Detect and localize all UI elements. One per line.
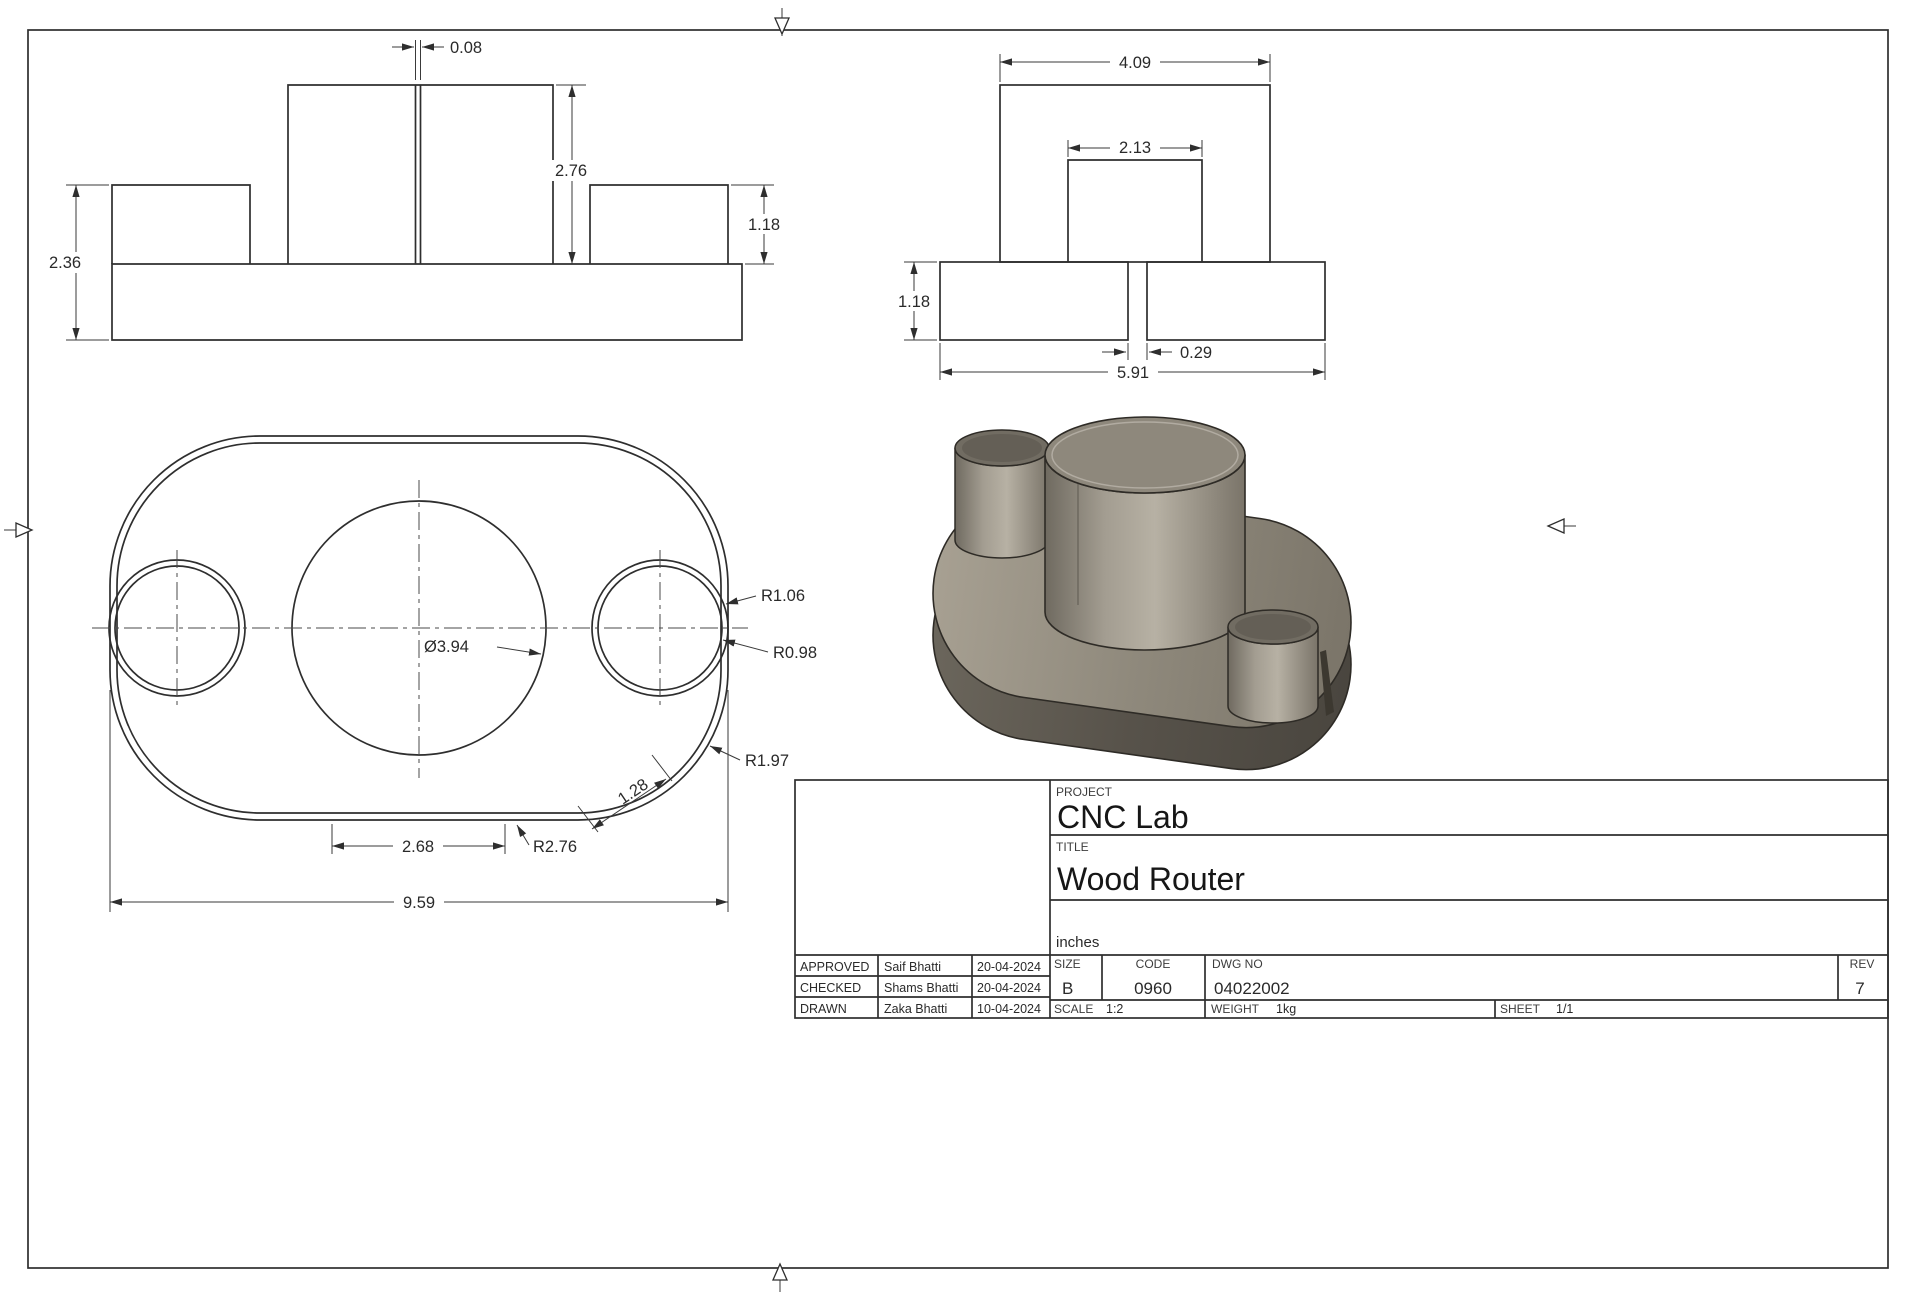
size-label: SIZE (1054, 957, 1081, 971)
side-base-left (939, 261, 1129, 341)
top-dim-total-width: 9.59 (109, 690, 729, 912)
front-dim-step-height-text: 1.18 (748, 216, 780, 234)
front-dim-boss-height-text: 2.76 (555, 162, 587, 180)
side-boss-outline (999, 84, 1271, 263)
top-view: R1.06 R0.98 R1.97 Ø3.94 2.68 R2.76 (92, 435, 817, 912)
title-label: TITLE (1056, 840, 1089, 854)
sheet-border (27, 29, 1889, 1269)
top-dim-chamfer: 1.28 (577, 754, 673, 833)
center-mark-bottom (772, 1262, 788, 1292)
front-right-block (589, 184, 729, 264)
top-dim-corner-radius: R1.97 (709, 745, 789, 770)
iso-large-cylinder (1044, 416, 1246, 651)
approved-label: APPROVED (800, 960, 869, 974)
iso-small-cylinder-left (954, 429, 1050, 559)
top-dim-268-text: 2.68 (402, 838, 434, 856)
top-dim-r106-text: R1.06 (761, 587, 805, 605)
front-base-outline (111, 263, 743, 341)
front-dim-boss-height: 2.76 (546, 84, 596, 264)
drawn-name: Zaka Bhatti (884, 1002, 947, 1016)
top-dim-small-boss-outer: R1.06 (725, 587, 805, 605)
side-dim-boss-width-text: 4.09 (1119, 54, 1151, 72)
project-value: CNC Lab (1057, 799, 1189, 835)
front-left-block (111, 184, 251, 264)
code-value: 0960 (1134, 979, 1172, 998)
side-view: 4.09 2.13 1.18 0.29 (890, 52, 1326, 382)
weight-label: WEIGHT (1211, 1002, 1260, 1016)
top-dim-diameter-text: Ø3.94 (424, 638, 469, 656)
side-dim-base-height: 1.18 (890, 261, 938, 341)
center-mark-left (4, 522, 34, 538)
side-dim-total-width: 5.91 (939, 343, 1326, 382)
front-dim-total-height: 2.36 (40, 184, 109, 341)
side-dim-boss-width: 4.09 (999, 52, 1271, 82)
side-notch (1067, 159, 1203, 262)
approval-row-approved: APPROVED Saif Bhatti 20-04-2024 (800, 960, 1041, 974)
approved-name: Saif Bhatti (884, 960, 941, 974)
title-block: PROJECT CNC Lab TITLE Wood Router inches… (794, 779, 1889, 1019)
iso-base-slot (1320, 650, 1334, 716)
side-dim-notch-width: 2.13 (1067, 138, 1203, 157)
side-base-right (1146, 261, 1326, 341)
top-dim-959-text: 9.59 (403, 894, 435, 912)
checked-label: CHECKED (800, 981, 861, 995)
sheet-label: SHEET (1500, 1002, 1541, 1016)
iso-small-cylinder-right (1227, 609, 1319, 724)
checked-date: 20-04-2024 (977, 981, 1041, 995)
front-view: 0.08 2.76 1.18 2.36 (40, 39, 788, 341)
iso-view (932, 416, 1352, 771)
code-label: CODE (1136, 957, 1171, 971)
size-value: B (1062, 979, 1073, 998)
front-dim-slit: 0.08 (392, 39, 482, 80)
checked-name: Shams Bhatti (884, 981, 958, 995)
top-dim-r276-text: R2.76 (533, 838, 577, 856)
front-dim-step-height: 1.18 (731, 184, 788, 265)
center-mark-top (774, 8, 790, 36)
top-dim-center-bore: Ø3.94 (424, 638, 542, 656)
approval-row-checked: CHECKED Shams Bhatti 20-04-2024 (800, 981, 1041, 995)
title-value: Wood Router (1057, 861, 1245, 897)
side-dim-base-height-text: 1.18 (898, 293, 930, 311)
top-dim-r098-text: R0.98 (773, 644, 817, 662)
side-dim-total-width-text: 5.91 (1117, 364, 1149, 382)
side-dim-slot-width-text: 0.29 (1180, 344, 1212, 362)
top-dim-slot-offset: 2.68 (331, 824, 506, 856)
front-dim-slit-text: 0.08 (450, 39, 482, 57)
rev-label: REV (1850, 957, 1875, 971)
rev-value: 7 (1855, 979, 1864, 998)
weight-value: 1kg (1276, 1002, 1296, 1016)
center-mark-right (1546, 518, 1576, 534)
title-block-border (794, 779, 1889, 1019)
approved-date: 20-04-2024 (977, 960, 1041, 974)
approval-row-drawn: DRAWN Zaka Bhatti 10-04-2024 (800, 1002, 1041, 1016)
top-dim-r197-text: R1.97 (745, 752, 789, 770)
units-label: inches (1056, 934, 1099, 951)
scale-value: 1:2 (1106, 1002, 1123, 1016)
drawn-label: DRAWN (800, 1002, 847, 1016)
scale-label: SCALE (1054, 1002, 1093, 1016)
side-dim-notch-width-text: 2.13 (1119, 139, 1151, 157)
drawn-date: 10-04-2024 (977, 1002, 1041, 1016)
dwg-no-label: DWG NO (1212, 957, 1263, 971)
sheet-value: 1/1 (1556, 1002, 1573, 1016)
top-dim-small-bore: R0.98 (722, 639, 817, 662)
dwg-no-value: 04022002 (1214, 979, 1290, 998)
top-dim-end-radius: R2.76 (516, 824, 577, 856)
project-label: PROJECT (1056, 785, 1113, 799)
front-dim-total-height-text: 2.36 (49, 254, 81, 272)
side-dim-slot-width: 0.29 (1102, 343, 1212, 362)
